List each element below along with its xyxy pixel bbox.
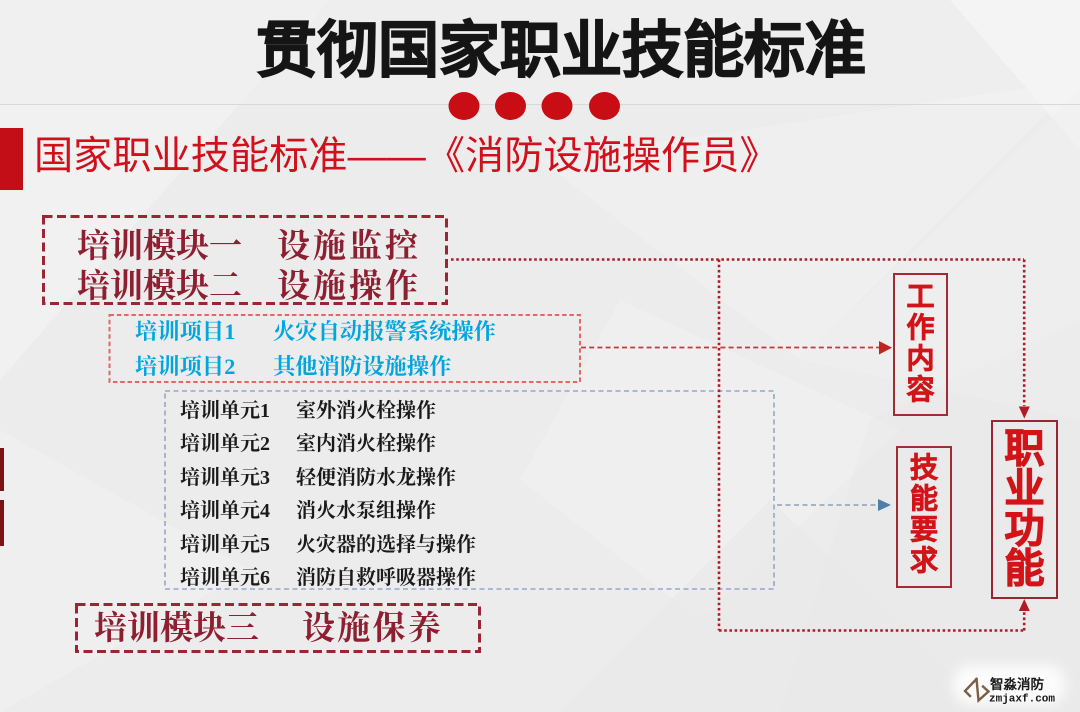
svg-text:智淼消防: 智淼消防 [990, 676, 1044, 692]
svg-text:zmjaxf.com: zmjaxf.com [989, 694, 1055, 706]
